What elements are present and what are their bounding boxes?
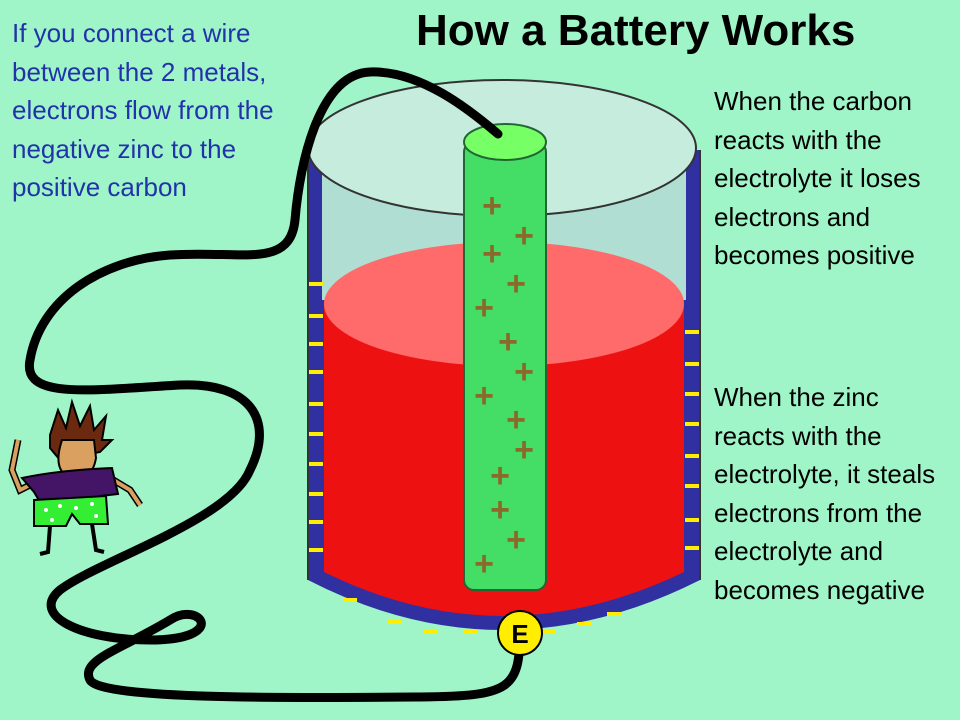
minus-sign [463,630,477,634]
zinc-explanation-paragraph: When the zinc reacts with the electrolyt… [714,382,936,605]
electron-marker [497,610,543,656]
minus-sign [309,402,323,406]
wire-explanation-paragraph: If you connect a wire between the 2 meta… [12,18,274,202]
negative-charges [309,282,699,634]
plus-sign: + [498,323,518,361]
person-right-arm-skin [108,476,142,507]
minus-sign [685,392,699,396]
plus-sign: + [506,265,526,303]
minus-sign [685,546,699,550]
minus-sign [309,342,323,346]
minus-sign [607,612,621,616]
plus-sign: + [506,401,526,439]
electron-label: E [511,619,528,649]
wire-explanation-text: If you connect a wire between the 2 meta… [12,14,302,207]
minus-sign [309,282,323,286]
carbon-rod-top [463,123,547,161]
minus-sign [685,330,699,334]
minus-sign [309,548,323,552]
page-title: How a Battery Works [416,6,856,55]
plus-sign: + [514,353,534,391]
carbon-explanation-text: When the carbon reacts with the electrol… [714,82,954,275]
minus-sign [309,492,323,496]
minus-sign [541,630,555,634]
minus-sign [423,630,437,634]
plus-sign: + [474,545,494,583]
minus-sign [685,422,699,426]
plus-sign: + [506,521,526,559]
minus-sign [577,622,591,626]
minus-sign [309,370,323,374]
plus-sign: + [474,377,494,415]
minus-sign [685,518,699,522]
plus-sign: + [482,187,502,225]
person-illustration [8,398,143,556]
minus-sign [309,314,323,318]
plus-sign: + [514,431,534,469]
carbon-explanation-paragraph: When the carbon reacts with the electrol… [714,86,921,270]
zinc-explanation-text: When the zinc reacts with the electrolyt… [714,378,954,609]
plus-sign: + [474,289,494,327]
minus-sign [343,598,357,602]
minus-sign [309,462,323,466]
positive-charges: ++++++++++++++ [474,187,534,583]
person-left-leg [39,525,52,556]
minus-sign [685,362,699,366]
wire [24,67,525,703]
minus-sign [387,620,401,624]
minus-sign [309,432,323,436]
plus-sign: + [514,217,534,255]
plus-sign: + [490,457,510,495]
minus-sign [309,520,323,524]
minus-sign [685,484,699,488]
plus-sign: + [482,235,502,273]
person-right-leg [90,523,105,554]
plus-sign: + [490,491,510,529]
minus-sign [685,454,699,458]
